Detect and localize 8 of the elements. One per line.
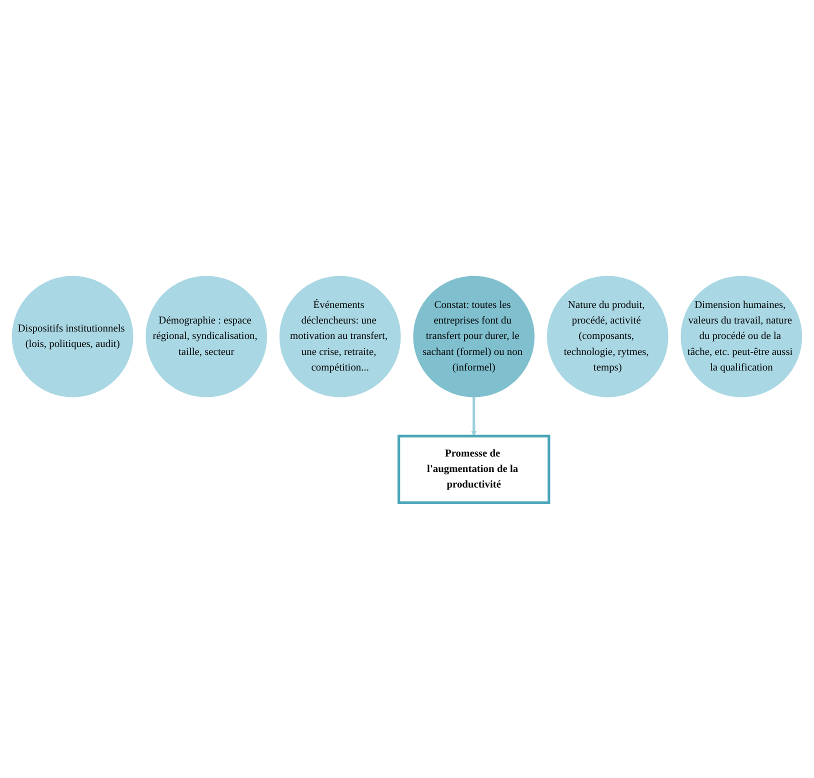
arrow [471, 396, 477, 436]
node-circle: Dispositifs institutionnels (lois, politiques, audit) [12, 275, 134, 397]
node-circle: Événements déclencheurs: une motivation au transfert, une crise, retraite, compétition... [279, 275, 401, 397]
node-circle: Dimension humaines, valeurs du travail, nature du procédé ou de la tâche, etc. peut-être aussi la qualification [680, 275, 802, 397]
node-circle: Constat: toutes les entreprises font du transfert pour durer, le sachant (formel) ou non (informel) [413, 275, 535, 397]
node-circle: Démographie : espace régional, syndicalisation, taille, secteur [146, 275, 268, 397]
node-circle: Nature du produit, procédé, activité (composants, technologie, rytmes, temps) [546, 275, 668, 397]
node-box: Promesse de l'augmentation de la productivité [398, 434, 550, 504]
